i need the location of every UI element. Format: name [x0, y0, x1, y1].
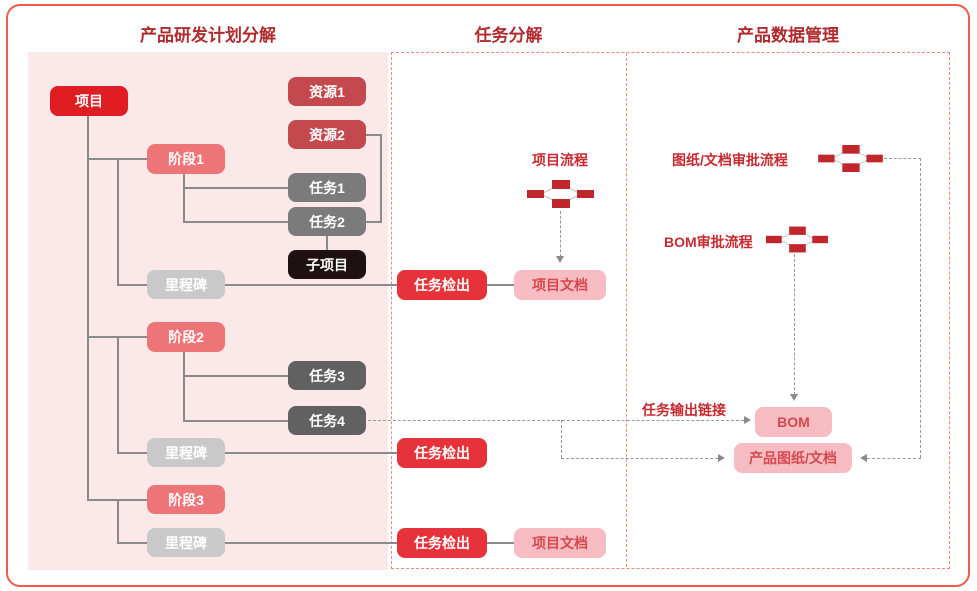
connector-milestone1-branch [117, 284, 147, 286]
connector-task1-branch [183, 187, 288, 189]
connector-milestone2-checkout2 [225, 452, 397, 454]
node-subproject: 子项目 [288, 250, 366, 279]
connector-subtrunk-phase1 [117, 158, 119, 285]
dashed-drawflow-to-product-doc [867, 458, 921, 459]
connector-milestone2-branch [117, 452, 147, 454]
node-project-doc-2: 项目文档 [514, 528, 606, 558]
connector-subtrunk-phase2 [117, 336, 119, 453]
connector-resource2-elbow-top [366, 134, 381, 136]
node-task-checkout-3: 任务检出 [397, 528, 487, 558]
node-resource2: 资源2 [288, 120, 366, 149]
label-drawing-doc-approval-flow: 图纸/文档审批流程 [672, 152, 788, 168]
arrowhead-left-product-doc [860, 454, 867, 462]
dashed-drawflow-vert [920, 158, 921, 458]
label-task-output-link: 任务输出链接 [642, 402, 726, 418]
label-bom-approval-flow: BOM审批流程 [664, 234, 753, 250]
node-bom: BOM [755, 407, 832, 437]
node-resource1: 资源1 [288, 77, 366, 106]
node-phase2: 阶段2 [147, 322, 225, 352]
node-task4: 任务4 [288, 406, 366, 435]
arrowhead-down-bom [790, 394, 798, 401]
connector-task4-branch [183, 420, 288, 422]
arrowhead-down-doc1 [556, 256, 564, 263]
arrowhead-right-bom [744, 416, 751, 424]
outer-border-frame [6, 4, 970, 587]
connector-resource2-elbow-vert [380, 134, 382, 223]
label-project-flow: 项目流程 [532, 152, 588, 168]
node-project: 项目 [50, 86, 128, 116]
dashed-drawflow-horiz [884, 158, 921, 159]
dashed-bomflow-to-bom [794, 254, 795, 395]
dashed-branch-to-product-doc [561, 458, 718, 459]
flowchart-diamond-icon [766, 226, 828, 253]
node-project-doc-1: 项目文档 [514, 270, 606, 300]
flowchart-diamond-icon [818, 145, 883, 172]
node-phase3: 阶段3 [147, 485, 225, 514]
node-task2: 任务2 [288, 207, 366, 236]
dashed-task4-branch-vert [561, 420, 562, 458]
header-product-data-management: 产品数据管理 [737, 26, 839, 45]
connector-milestone1-checkout1 [225, 284, 397, 286]
node-task3: 任务3 [288, 361, 366, 390]
node-milestone2: 里程碑 [147, 438, 225, 467]
connector-task2-subproject [326, 236, 328, 250]
dashed-projectflow-to-doc1 [560, 211, 561, 257]
connector-phase2-children-trunk [183, 352, 185, 421]
task-pdm-dashed-region [391, 52, 950, 569]
connector-subtrunk-phase3 [117, 499, 119, 543]
connector-task3-branch [183, 375, 288, 377]
connector-phase1-children-trunk [183, 174, 185, 222]
dashed-task4-to-bom [368, 420, 744, 421]
node-milestone1: 里程碑 [147, 270, 225, 299]
connector-checkout3-doc2 [487, 542, 514, 544]
connector-project-trunk [87, 116, 89, 500]
arrowhead-right-product-doc [718, 454, 725, 462]
node-task-checkout-2: 任务检出 [397, 438, 487, 468]
header-task-breakdown: 任务分解 [474, 26, 543, 45]
header-plan-breakdown: 产品研发计划分解 [140, 26, 276, 45]
connector-milestone3-checkout3 [225, 542, 397, 544]
connector-milestone3-branch [117, 542, 147, 544]
connector-task2-branch [183, 221, 288, 223]
node-phase1: 阶段1 [147, 144, 225, 174]
node-milestone3: 里程碑 [147, 528, 225, 557]
connector-checkout1-doc1 [487, 284, 514, 286]
flowchart-diamond-icon [527, 180, 594, 208]
connector-resource2-elbow-bottom [366, 221, 381, 223]
node-product-drawing-doc: 产品图纸/文档 [734, 443, 852, 473]
task-pdm-divider [626, 53, 627, 567]
node-task-checkout-1: 任务检出 [397, 270, 487, 300]
node-task1: 任务1 [288, 173, 366, 202]
